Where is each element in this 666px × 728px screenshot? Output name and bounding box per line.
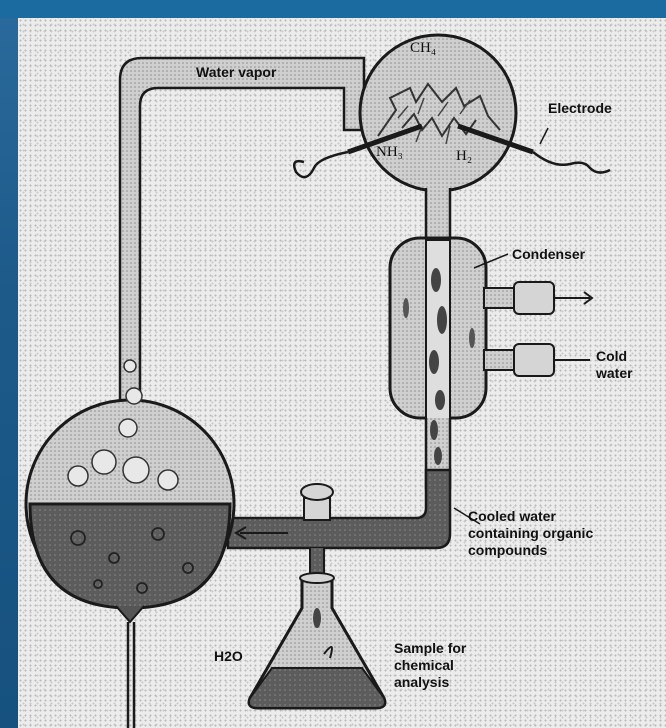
cooled-water-label: Cooled water containing organic compound… xyxy=(468,508,596,559)
collection-trap xyxy=(228,470,450,548)
water-vapor-label: Water vapor xyxy=(196,64,276,81)
sample-flask xyxy=(249,573,385,708)
chamber-neck xyxy=(426,188,450,240)
slide-title-strip xyxy=(0,0,666,18)
miller-urey-diagram: CH₄ NH₃ H₂ Water vapor Electrode Condens… xyxy=(18,18,666,728)
electrode-leader xyxy=(540,128,548,144)
sample-label: Sample for chemical analysis xyxy=(394,640,494,691)
condenser-jacket xyxy=(390,238,592,420)
electrode-label: Electrode xyxy=(548,100,612,117)
methane-label: CH₄ xyxy=(410,40,436,57)
hydrogen-label: H₂ xyxy=(456,148,472,165)
boiling-flask xyxy=(26,360,234,728)
ammonia-label: NH₃ xyxy=(376,144,403,161)
condenser-label: Condenser xyxy=(512,246,585,263)
cold-water-label: Cold water xyxy=(596,348,656,382)
apparatus-drawing xyxy=(18,18,666,728)
h2o-label: H2O xyxy=(214,648,243,665)
vapor-tube-outer xyxy=(120,58,364,458)
